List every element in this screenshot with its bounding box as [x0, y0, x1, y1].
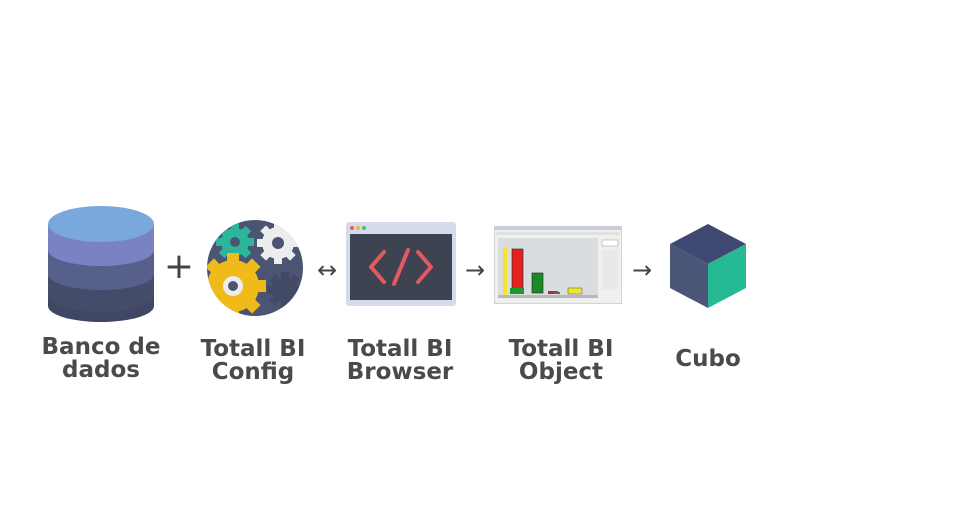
node-db-label: Banco de dados	[21, 336, 181, 382]
cube-icon	[670, 224, 746, 308]
node-cube	[668, 222, 748, 310]
node-object-label: Totall BI Object	[486, 338, 636, 384]
node-object	[493, 225, 623, 305]
database-icon	[48, 206, 154, 322]
label-line: Totall BI	[347, 336, 453, 362]
chart-screenshot-icon	[493, 225, 623, 305]
label-line: dados	[62, 357, 140, 383]
connector-arrow: →	[464, 256, 486, 284]
node-browser	[346, 222, 456, 306]
label-line: Object	[518, 359, 604, 385]
label-line: Browser	[346, 359, 454, 385]
connector-plus: +	[163, 246, 195, 287]
label-line: Cubo	[675, 346, 741, 372]
node-config	[205, 218, 305, 318]
code-window-icon	[346, 222, 456, 306]
label-line: Totall BI	[200, 336, 306, 362]
label-line: Config	[211, 359, 295, 385]
connector-arrow: →	[631, 256, 653, 284]
node-db	[44, 202, 158, 326]
label-line: Banco de	[41, 334, 161, 360]
gears-icon	[207, 220, 303, 316]
node-config-label: Totall BI Config	[178, 338, 328, 384]
node-cube-label: Cubo	[638, 348, 778, 371]
connector-bidirectional-arrow: ↔	[316, 256, 338, 284]
node-browser-label: Totall BI Browser	[324, 338, 476, 384]
label-line: Totall BI	[508, 336, 614, 362]
